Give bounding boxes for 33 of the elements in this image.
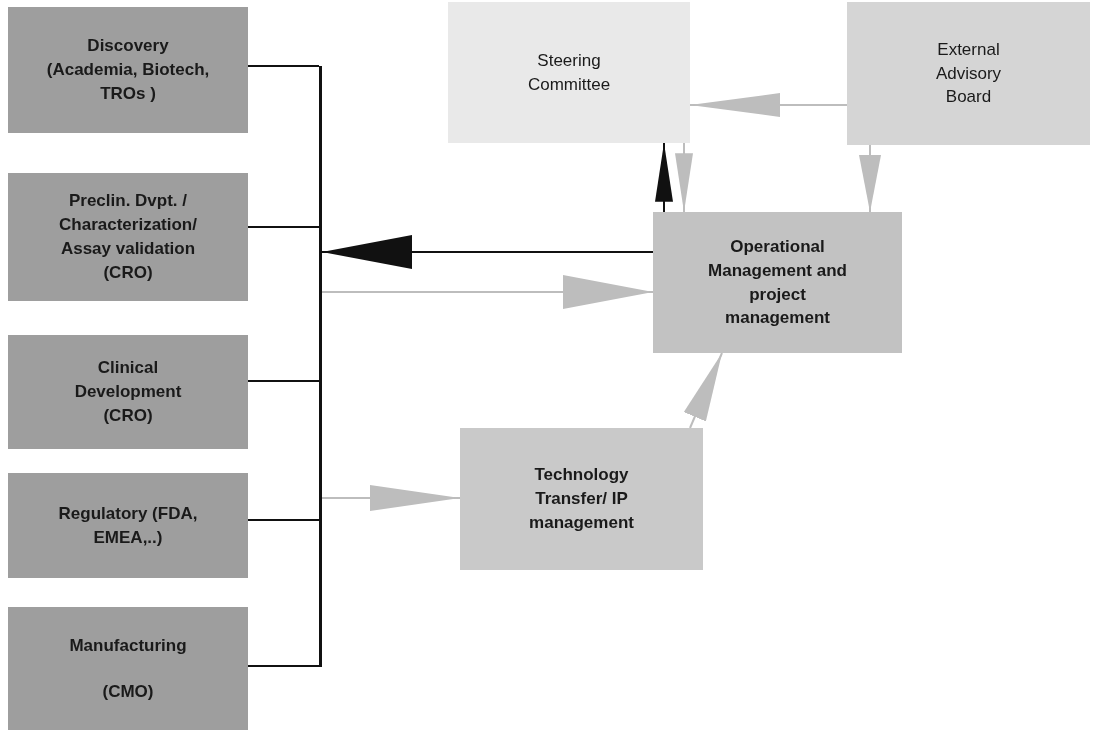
process-box — [8, 7, 248, 133]
box-label: Clinical Development (CRO) — [73, 357, 183, 427]
connector-line — [247, 665, 320, 667]
box-label: Technology Transfer/ IP management — [528, 464, 635, 534]
box-label: Manufacturing — [69, 634, 187, 657]
process-box — [448, 2, 690, 143]
connector-line — [247, 519, 320, 521]
box-label: Operational Management and project management — [707, 235, 848, 330]
arrow — [689, 93, 848, 117]
process-box — [8, 173, 248, 301]
process-box — [8, 473, 248, 578]
arrow — [321, 275, 654, 309]
connector-line — [247, 380, 320, 382]
box-label: Regulatory (FDA, EMEA,..) — [57, 502, 199, 549]
arrow — [321, 485, 461, 511]
connector-line — [247, 65, 320, 67]
box-label: Preclin. Dvpt. / Characterization/ Assay validation (CRO) — [58, 190, 198, 284]
box-label: Discovery (Academia, Biotech, TROs ) — [46, 35, 210, 105]
process-box — [847, 2, 1090, 145]
process-box — [8, 607, 248, 730]
process-box — [653, 212, 902, 353]
process-box — [8, 335, 248, 449]
box-label: Steering Committee — [526, 49, 612, 96]
arrow — [655, 142, 673, 213]
connector-line — [247, 226, 320, 228]
bracket-bar — [319, 66, 322, 667]
arrow — [675, 142, 693, 213]
box-label: (CMO) — [102, 680, 154, 703]
arrow — [321, 235, 654, 269]
arrow — [859, 144, 881, 213]
arrow — [683, 352, 723, 429]
box-label: External Advisory Board — [934, 38, 1003, 109]
process-box — [460, 428, 703, 570]
